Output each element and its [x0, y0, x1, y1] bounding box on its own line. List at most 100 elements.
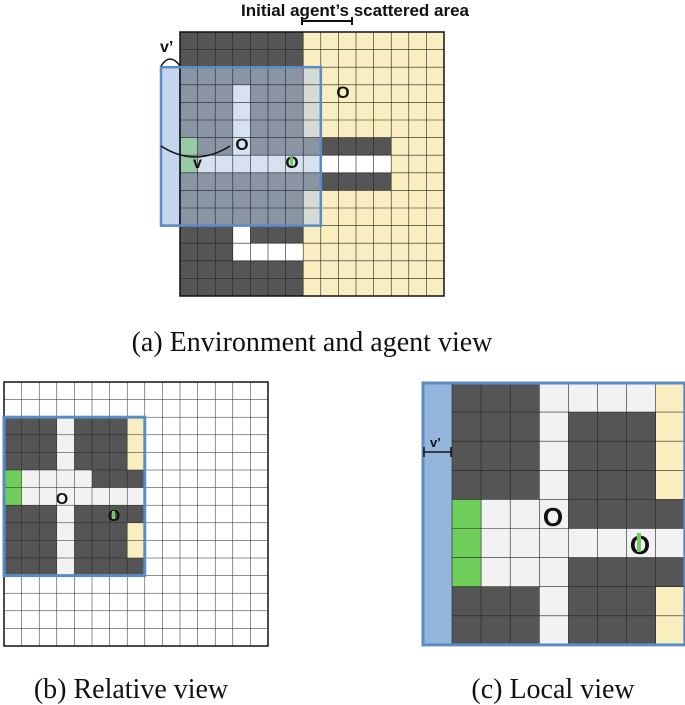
env-cell — [373, 208, 392, 226]
relative-cell — [180, 505, 198, 523]
relative-cell — [109, 487, 128, 506]
v-label: v — [193, 155, 202, 172]
env-cell — [320, 67, 339, 85]
relative-cell — [144, 434, 163, 453]
local-cell — [597, 528, 627, 558]
env-cell — [215, 243, 233, 261]
relative-cell — [127, 470, 145, 488]
env-cell — [373, 278, 392, 296]
relative-cell — [232, 540, 251, 558]
relative-cell — [232, 487, 251, 506]
local-cell — [481, 470, 511, 500]
relative-cell — [127, 522, 145, 541]
relative-cell — [109, 593, 128, 611]
relative-cell — [180, 417, 198, 435]
env-cell — [215, 260, 233, 279]
wall-cell — [320, 172, 339, 191]
local-cell — [655, 470, 685, 500]
env-cell — [303, 278, 321, 296]
relative-cell — [180, 558, 198, 576]
env-cell — [426, 67, 444, 85]
relative-cell — [162, 540, 180, 558]
relative-cell — [144, 558, 163, 576]
relative-cell — [92, 452, 110, 470]
env-cell — [320, 208, 339, 226]
env-cell — [356, 120, 374, 138]
relative-cell — [74, 505, 92, 523]
relative-cell — [39, 417, 57, 435]
relative-cell — [162, 399, 180, 418]
relative-cell — [4, 505, 22, 523]
env-cell — [215, 32, 233, 50]
relative-cell — [39, 399, 57, 418]
relative-cell — [39, 610, 57, 629]
local-cell — [626, 528, 656, 558]
relative-cell — [250, 628, 268, 646]
relative-cell — [250, 540, 268, 558]
relative-cell — [21, 628, 40, 646]
relative-cell — [197, 522, 216, 541]
relative-cell — [232, 505, 251, 523]
relative-cell — [144, 382, 163, 400]
relative-cell — [250, 522, 268, 541]
env-cell — [180, 49, 198, 68]
env-cell — [215, 49, 233, 68]
corridor-cell — [268, 243, 286, 261]
local-cell — [510, 528, 540, 558]
relative-cell — [197, 575, 216, 594]
env-cell — [408, 155, 427, 173]
local-cell — [452, 441, 482, 471]
env-cell — [373, 225, 392, 244]
env-cell — [426, 172, 444, 191]
env-cell — [268, 260, 286, 279]
relative-cell — [109, 522, 128, 541]
env-cell — [373, 49, 392, 68]
object-agent-mark — [112, 511, 115, 519]
relative-cell — [39, 540, 57, 558]
env-cell — [426, 120, 444, 138]
env-cell — [426, 84, 444, 103]
local-cell — [481, 499, 511, 529]
relative-cell — [21, 558, 40, 576]
relative-cell — [39, 487, 57, 506]
relative-cell — [215, 417, 233, 435]
relative-cell — [109, 558, 128, 576]
relative-cell — [250, 593, 268, 611]
local-cell — [481, 412, 511, 442]
env-cell — [320, 190, 339, 208]
local-cell — [481, 528, 511, 558]
env-cell — [320, 120, 339, 138]
env-cell — [338, 225, 356, 244]
relative-cell — [109, 575, 128, 594]
relative-cell — [56, 610, 75, 629]
relative-cell — [215, 399, 233, 418]
relative-cell — [74, 434, 92, 453]
local-cell — [568, 528, 598, 558]
local-cell — [597, 412, 627, 442]
env-cell — [391, 225, 409, 244]
relative-cell — [127, 487, 145, 506]
env-cell — [338, 278, 356, 296]
env-cell — [356, 84, 374, 103]
local-cell — [481, 383, 511, 413]
relative-cell — [4, 558, 22, 576]
local-cell — [597, 586, 627, 616]
corridor-cell — [356, 137, 374, 156]
relative-cell — [74, 382, 92, 400]
panel-relative-view: OO (b) Relative view — [2, 381, 269, 705]
env-cell — [338, 49, 356, 68]
relative-cell — [4, 382, 22, 400]
env-cell — [391, 155, 409, 173]
relative-cell — [21, 593, 40, 611]
caption-b: (b) Relative view — [34, 674, 229, 705]
env-cell — [197, 49, 216, 68]
relative-cell — [162, 505, 180, 523]
env-cell — [356, 67, 374, 85]
relative-cell — [56, 522, 75, 541]
local-grid-cells — [423, 383, 685, 645]
local-cell — [510, 383, 540, 413]
relative-cell — [127, 382, 145, 400]
relative-view-border — [2, 415, 147, 578]
local-cell — [655, 499, 685, 529]
local-cell — [481, 615, 511, 645]
